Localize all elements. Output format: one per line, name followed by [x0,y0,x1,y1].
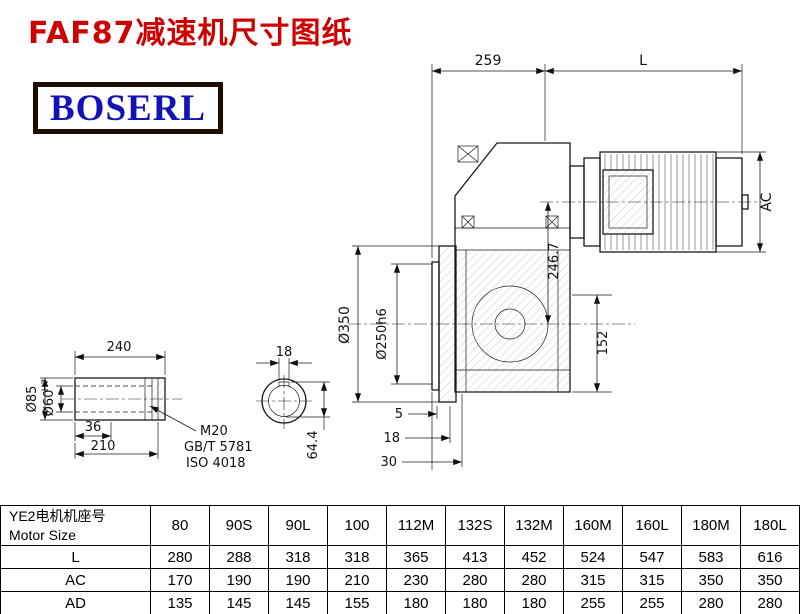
col-header-100: 100 [327,505,387,546]
table-cell: 280 [150,545,210,569]
dim-keyway-width-label: 18 [276,345,293,360]
table-row-AC: AC 170 190 190 210 230 280 280 315 315 3… [0,568,800,592]
dimension-drawing: 259 L [25,53,775,471]
flange-spigot [431,261,440,391]
table-cell: 180 [445,591,505,614]
col-header-90S: 90S [209,505,269,546]
dim-64-4-label: 64.4 [306,431,321,460]
dim-flange-od-label: Ø350 [337,306,353,344]
table-cell: 210 [327,568,387,592]
col-header-112M: 112M [386,505,446,546]
table-cell: 145 [209,591,269,614]
top-dimensions: 259 L [431,53,743,258]
table-cell: 255 [563,591,623,614]
table-cell: 170 [150,568,210,592]
col-header-80: 80 [150,505,210,546]
table-cell: 190 [209,568,269,592]
col-header-132S: 132S [445,505,505,546]
header-cn: YE2电机机座号 [9,508,106,525]
table-cell: 255 [622,591,682,614]
table-cell: 583 [681,545,741,569]
table-cell: 280 [504,568,564,592]
dim-259-label: 259 [475,53,502,69]
row-label-AD: AD [0,591,151,614]
dim-152-label: 152 [596,331,611,356]
standard-iso-label: ISO 4018 [186,456,246,471]
table-cell: 413 [445,545,505,569]
table-cell: 280 [445,568,505,592]
table-cell: 365 [386,545,446,569]
thread-leader [149,405,197,432]
dim-36-label: 36 [85,420,102,435]
col-header-160M: 160M [563,505,623,546]
table-cell: 524 [563,545,623,569]
table-row-L: L 280 288 318 318 365 413 452 524 547 58… [0,545,800,569]
row-label-L: L [0,545,151,569]
table-cell: 135 [150,591,210,614]
logo-text: BOSERL [50,87,207,129]
motor-size-table: YE2电机机座号 Motor Size 80 90S 90L 100 112M … [0,505,800,614]
bolt-icon [461,215,475,229]
output-flange [431,245,457,403]
table-cell: 280 [740,591,800,614]
gearbox-housing [348,142,635,393]
table-cell: 350 [681,568,741,592]
table-cell: 180 [504,591,564,614]
col-header-180M: 180M [681,505,741,546]
table-cell: 350 [740,568,800,592]
table-cell: 616 [740,545,800,569]
shaft-dimensions: 240 Ø85 Ø60 H7 36 210 M20 GB/T 5 [25,340,253,471]
col-header-90L: 90L [268,505,328,546]
dim-spigot-label: Ø250h6 [375,308,390,360]
header-en: Motor Size [9,526,76,543]
dim-240-label: 240 [107,340,132,355]
table-cell: 288 [209,545,269,569]
dim-d60-tolerance-label: H7 [41,379,51,392]
table-cell: 452 [504,545,564,569]
table-cell: 315 [563,568,623,592]
col-header-160L: 160L [622,505,682,546]
motor [540,151,762,253]
table-cell: 315 [622,568,682,592]
table-row-AD: AD 135 145 145 155 180 180 180 255 255 2… [0,591,800,614]
table-cell: 318 [268,545,328,569]
table-cell: 547 [622,545,682,569]
col-header-180L: 180L [740,505,800,546]
dim-d85-label: Ø85 [25,386,40,413]
dim-L-label: L [639,53,647,69]
dim-AC-label: AC [759,192,775,211]
table-cell: 280 [681,591,741,614]
table-header-row: YE2电机机座号 Motor Size 80 90S 90L 100 112M … [0,505,800,546]
shaft-end-view [256,375,312,429]
col-header-132M: 132M [504,505,564,546]
table-cell: 230 [386,568,446,592]
dim-d60-label: Ø60 [42,390,57,417]
table-header-motor-size: YE2电机机座号 Motor Size [0,505,151,546]
table-cell: 155 [327,591,387,614]
motor-dimensions: AC [716,151,775,253]
dim-210-label: 210 [91,439,116,454]
flange-dimensions: 246.7 Ø350 Ø250h6 152 5 18 [337,202,612,470]
dim-5-label: 5 [395,407,403,422]
dim-18-label: 18 [383,431,400,446]
page-title: FAF87减速机尺寸图纸 [28,16,353,51]
housing-outline [454,142,571,393]
table-cell: 318 [327,545,387,569]
standard-gb-label: GB/T 5781 [184,440,253,455]
table-cell: 145 [268,591,328,614]
boserl-logo: BOSERL [33,82,224,134]
thread-label: M20 [200,424,228,439]
table-cell: 190 [268,568,328,592]
dim-30-label: 30 [380,455,397,470]
dim-246-7-label: 246.7 [547,242,562,279]
table-cell: 180 [386,591,446,614]
lifting-eye-icon [457,145,479,163]
row-label-AC: AC [0,568,151,592]
end-view-dimensions: 18 64.4 [256,345,330,459]
